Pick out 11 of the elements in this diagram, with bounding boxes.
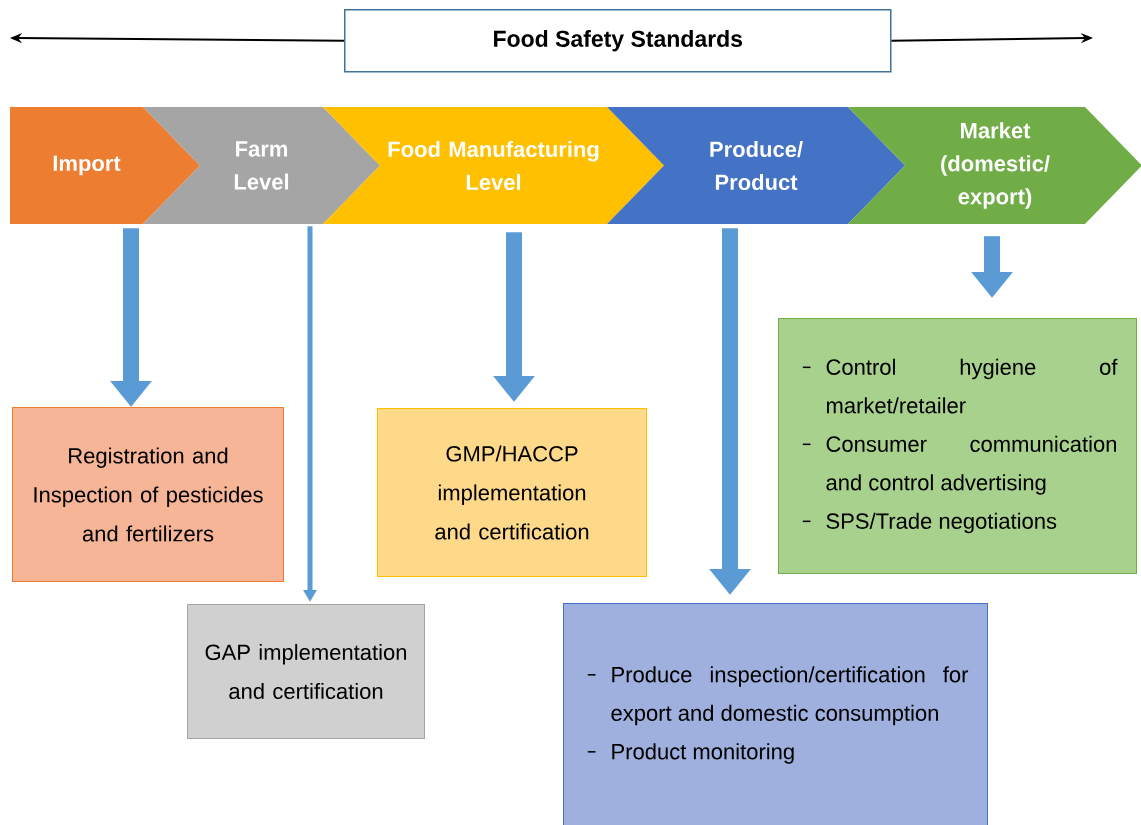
title-box: Food Safety Standards [344,9,892,73]
chevron-step: Import [10,107,200,224]
chevron-step: Produce/ Product [607,107,905,224]
bullet-list-box: Produce inspection/certification for export and domestic consumption Product monitoring [563,603,988,825]
chevron-step: Market (domestic/ export) [848,107,1141,224]
text-box: GMP/HACCP implementation and certification [377,408,647,577]
bullet-list-box: Control hygiene of market/retailer Consumer communication and control advertising SPS/Trade negotiations [778,318,1137,574]
text-box: Registration and Inspection of pesticides and fertilizers [12,407,284,582]
text-box: GAP implementation and certification [187,604,425,739]
chevron-step: Food Manufacturing Level [323,107,664,224]
chevron-step: Farm Level [143,107,380,224]
